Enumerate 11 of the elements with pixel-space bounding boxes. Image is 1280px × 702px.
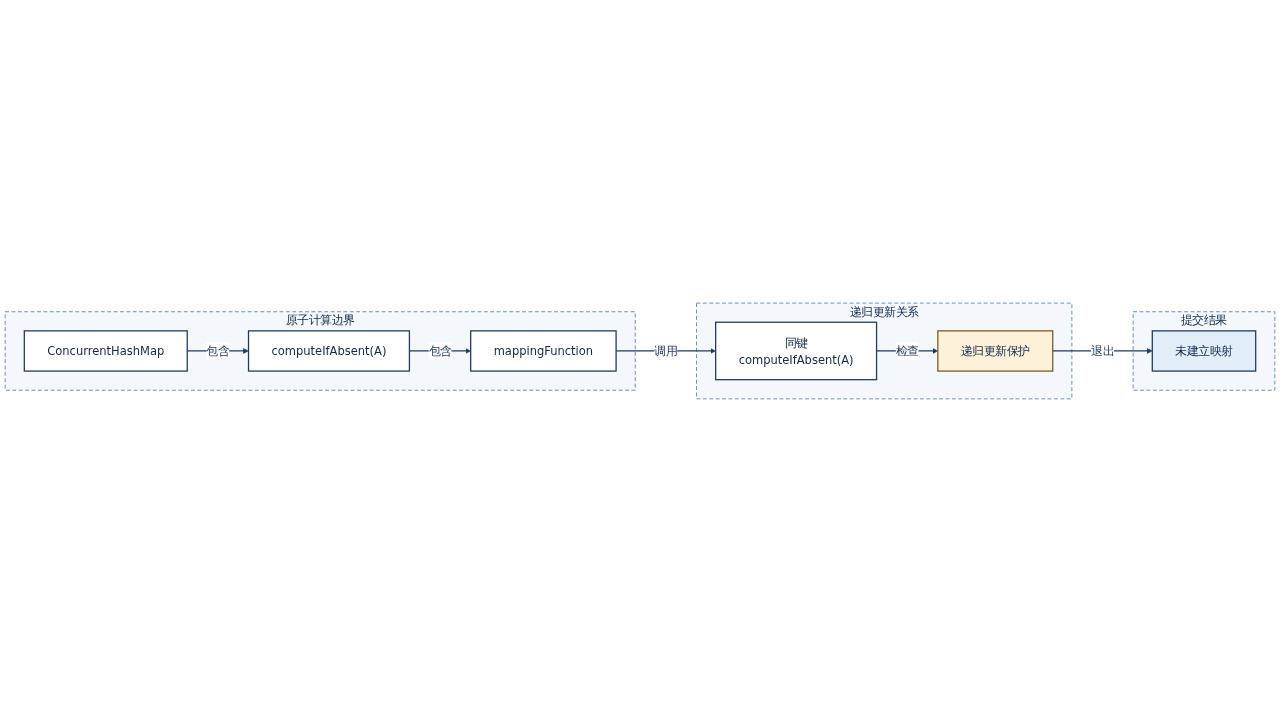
node-box: 未建立映射 bbox=[1151, 330, 1257, 372]
edge-label: 检查 bbox=[895, 344, 919, 358]
node-box: computeIfAbsent(A) bbox=[247, 330, 411, 372]
edge-label: 包含 bbox=[206, 344, 230, 358]
edge-label: 调用 bbox=[654, 344, 678, 358]
node-box: 递归更新保护 bbox=[937, 330, 1054, 372]
node-box: ConcurrentHashMap bbox=[23, 330, 188, 372]
edge-label: 退出 bbox=[1091, 344, 1114, 358]
edge-label: 包含 bbox=[428, 344, 452, 358]
node-box: 同键 computeIfAbsent(A) bbox=[715, 321, 878, 381]
node-box: mappingFunction bbox=[470, 330, 617, 372]
